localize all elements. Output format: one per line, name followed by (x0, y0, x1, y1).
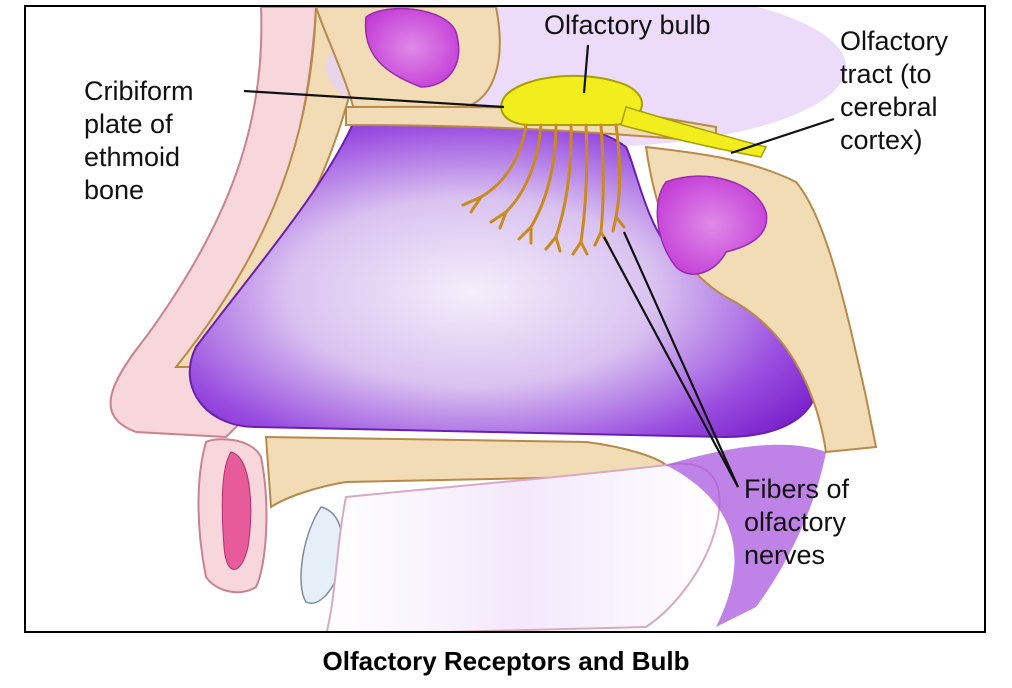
leader-fibers-1 (603, 236, 739, 488)
nasal-cavity-illustration (109, 7, 878, 631)
leader-bulb (582, 44, 590, 94)
figure-caption: Olfactory Receptors and Bulb (322, 646, 690, 676)
olfactory-nerve-fibers (461, 123, 626, 256)
olfactory-tract (620, 106, 768, 158)
leader-fibers-2 (622, 231, 740, 488)
label-olfactory-bulb: Olfactory bulb (544, 10, 711, 40)
frontal-sinus (364, 7, 460, 88)
leader-cribiform (243, 89, 505, 109)
olfactory-bulb (500, 74, 643, 126)
sphenoid-sinus (656, 175, 768, 275)
lip-muscle (221, 451, 252, 570)
oral-cavity (325, 462, 721, 631)
label-olfactory-tract: Olfactory tract (to cerebral cortex) (840, 26, 949, 155)
diagram-frame: Olfactory bulb Olfactory tract (to cereb… (24, 5, 986, 633)
leader-lines (243, 44, 835, 488)
soft-palate (666, 444, 826, 627)
label-fibers-olfactory-nerves: Fibers of olfactory nerves (744, 474, 850, 570)
leader-tract (730, 117, 835, 155)
label-cribiform-plate: Cribiform plate of ethmoid bone (84, 76, 194, 205)
